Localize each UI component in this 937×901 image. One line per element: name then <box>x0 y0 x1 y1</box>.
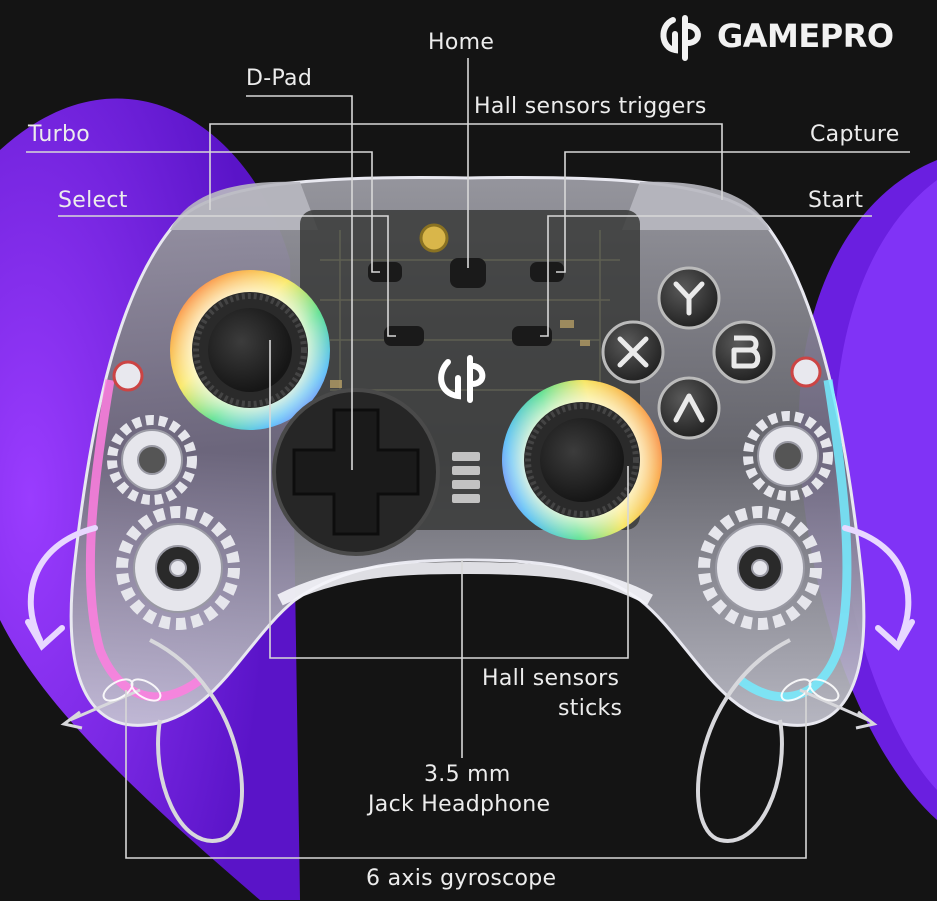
hall-triggers-label: Hall sensors triggers <box>474 94 707 119</box>
gyro-loop-left <box>60 638 244 843</box>
y-button <box>657 266 721 330</box>
gear-left-lower <box>116 506 240 630</box>
turbo-button <box>368 262 402 282</box>
gear-right-lower <box>698 506 822 630</box>
select-label: Select <box>58 188 128 213</box>
b-button <box>712 320 776 384</box>
rotation-arrow-right <box>842 525 915 651</box>
battery-indicator <box>452 452 480 503</box>
gamepro-logo-icon <box>660 15 701 61</box>
right-stick <box>502 380 662 540</box>
gyro-label: 6 axis gyroscope <box>366 866 557 891</box>
a-button <box>657 376 721 440</box>
face-buttons <box>601 266 776 440</box>
gear-right-upper <box>743 411 833 501</box>
gear-left-upper <box>107 415 197 505</box>
capture-button <box>530 262 564 282</box>
hall-sticks-label-line1: Hall sensors <box>482 666 620 691</box>
brand-name: GAMEPRO <box>717 17 894 55</box>
hall-sticks-label-line2: sticks <box>558 696 623 721</box>
center-logo-icon <box>438 355 486 403</box>
jack-label-line1: 3.5 mm <box>424 762 511 787</box>
x-button <box>601 320 665 384</box>
capture-label: Capture <box>810 122 900 147</box>
left-stick <box>170 270 330 430</box>
select-button <box>384 326 424 346</box>
start-button <box>512 326 552 346</box>
dpad <box>272 388 440 556</box>
dpad-label: D-Pad <box>246 66 313 91</box>
gyro-loop-right <box>696 638 878 843</box>
jack-label-line2: Jack Headphone <box>368 792 551 817</box>
home-button <box>450 258 486 288</box>
rotation-arrow-left <box>25 525 98 651</box>
callout-lines <box>26 58 910 859</box>
home-label: Home <box>428 30 495 55</box>
start-label: Start <box>808 188 864 213</box>
turbo-label: Turbo <box>28 122 91 147</box>
brand-logo: GAMEPRO <box>655 10 894 62</box>
